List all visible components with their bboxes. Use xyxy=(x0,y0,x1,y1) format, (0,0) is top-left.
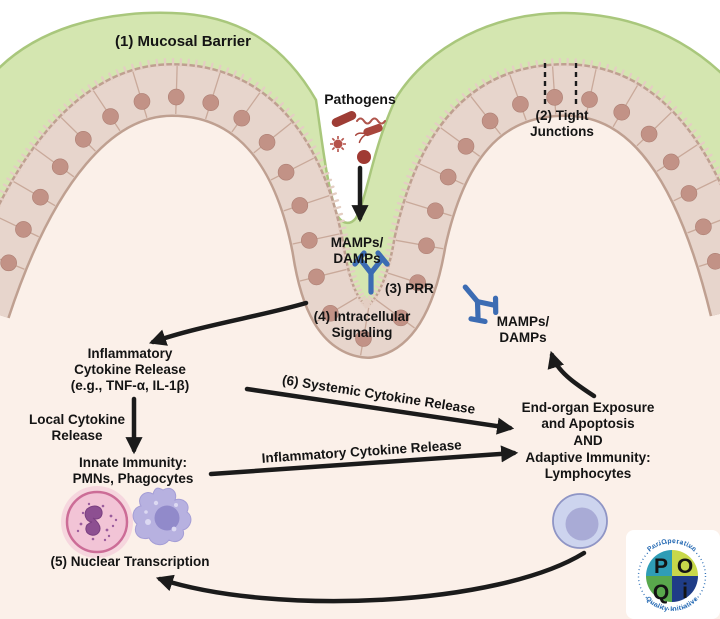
label-mamps-right-1: MAMPs/ xyxy=(497,314,550,329)
label-intracellular-2: Signaling xyxy=(332,325,393,340)
label-tight-junctions-1: (2) Tight xyxy=(536,108,589,123)
epithelial-cells xyxy=(0,57,720,356)
label-innate-1: Innate Immunity: xyxy=(79,455,187,470)
arrow-endorgan-to-mamps xyxy=(547,350,597,399)
neutrophil-icon xyxy=(61,486,133,558)
label-endorgan-2: and Apoptosis xyxy=(541,416,634,431)
macrophage-icon xyxy=(132,487,192,546)
label-mamps-center-2: DAMPs xyxy=(333,251,380,266)
label-nuclear-transcription: (5) Nuclear Transcription xyxy=(50,554,209,569)
logo-letter-q: Q xyxy=(653,581,669,604)
label-endorgan-4: Adaptive Immunity: xyxy=(525,450,650,465)
logo-letter-o: O xyxy=(677,555,693,578)
lumen-region xyxy=(0,0,720,225)
flagellated-bacterium-icon xyxy=(354,123,383,144)
curved-rod-bacterium-icon xyxy=(331,111,357,127)
label-local-1: Local Cytokine xyxy=(29,412,126,427)
label-inflammatory-3: (e.g., TNF-α, IL-1β) xyxy=(71,378,190,393)
label-intracellular-1: (4) Intracellular xyxy=(314,309,412,324)
pathogen-blob-icon xyxy=(357,150,371,164)
virus-icon xyxy=(330,136,346,152)
label-tight-junctions-2: Junctions xyxy=(530,124,594,139)
arrow-lymphocyte-to-transcription xyxy=(155,550,587,604)
pathogen-icons xyxy=(330,111,386,164)
tight-junction-lines xyxy=(543,63,578,106)
label-prr: (3) PRR xyxy=(385,281,434,296)
label-mamps-center-1: MAMPs/ xyxy=(331,235,384,250)
label-inflammatory-2: Cytokine Release xyxy=(74,362,186,377)
label-inflammatory-1: Inflammatory xyxy=(88,346,173,361)
lymphocyte-icon xyxy=(552,493,608,549)
label-local-2: Release xyxy=(51,428,103,443)
arrow-signaling-to-cytokine xyxy=(148,300,309,346)
arrow-inflammatory-cytokine xyxy=(208,445,519,477)
mucus-layer-region xyxy=(0,12,720,332)
label-mamps-right-2: DAMPs xyxy=(499,330,546,345)
poqi-logo: P O Q i PeriOperative Quality Initiative xyxy=(626,530,720,619)
logo-letter-i: i xyxy=(682,580,688,603)
label-endorgan-1: End-organ Exposure xyxy=(522,400,655,415)
logo-letter-p: P xyxy=(654,555,668,578)
arrow-systemic-cytokine xyxy=(244,386,515,435)
spirochete-icon xyxy=(356,117,386,125)
label-endorgan-3: AND xyxy=(573,433,602,448)
label-pathogens: Pathogens xyxy=(324,91,396,107)
label-innate-2: PMNs, Phagocytes xyxy=(73,471,194,486)
label-endorgan-5: Lymphocytes xyxy=(545,466,632,481)
label-mucosal-barrier: (1) Mucosal Barrier xyxy=(115,33,251,50)
